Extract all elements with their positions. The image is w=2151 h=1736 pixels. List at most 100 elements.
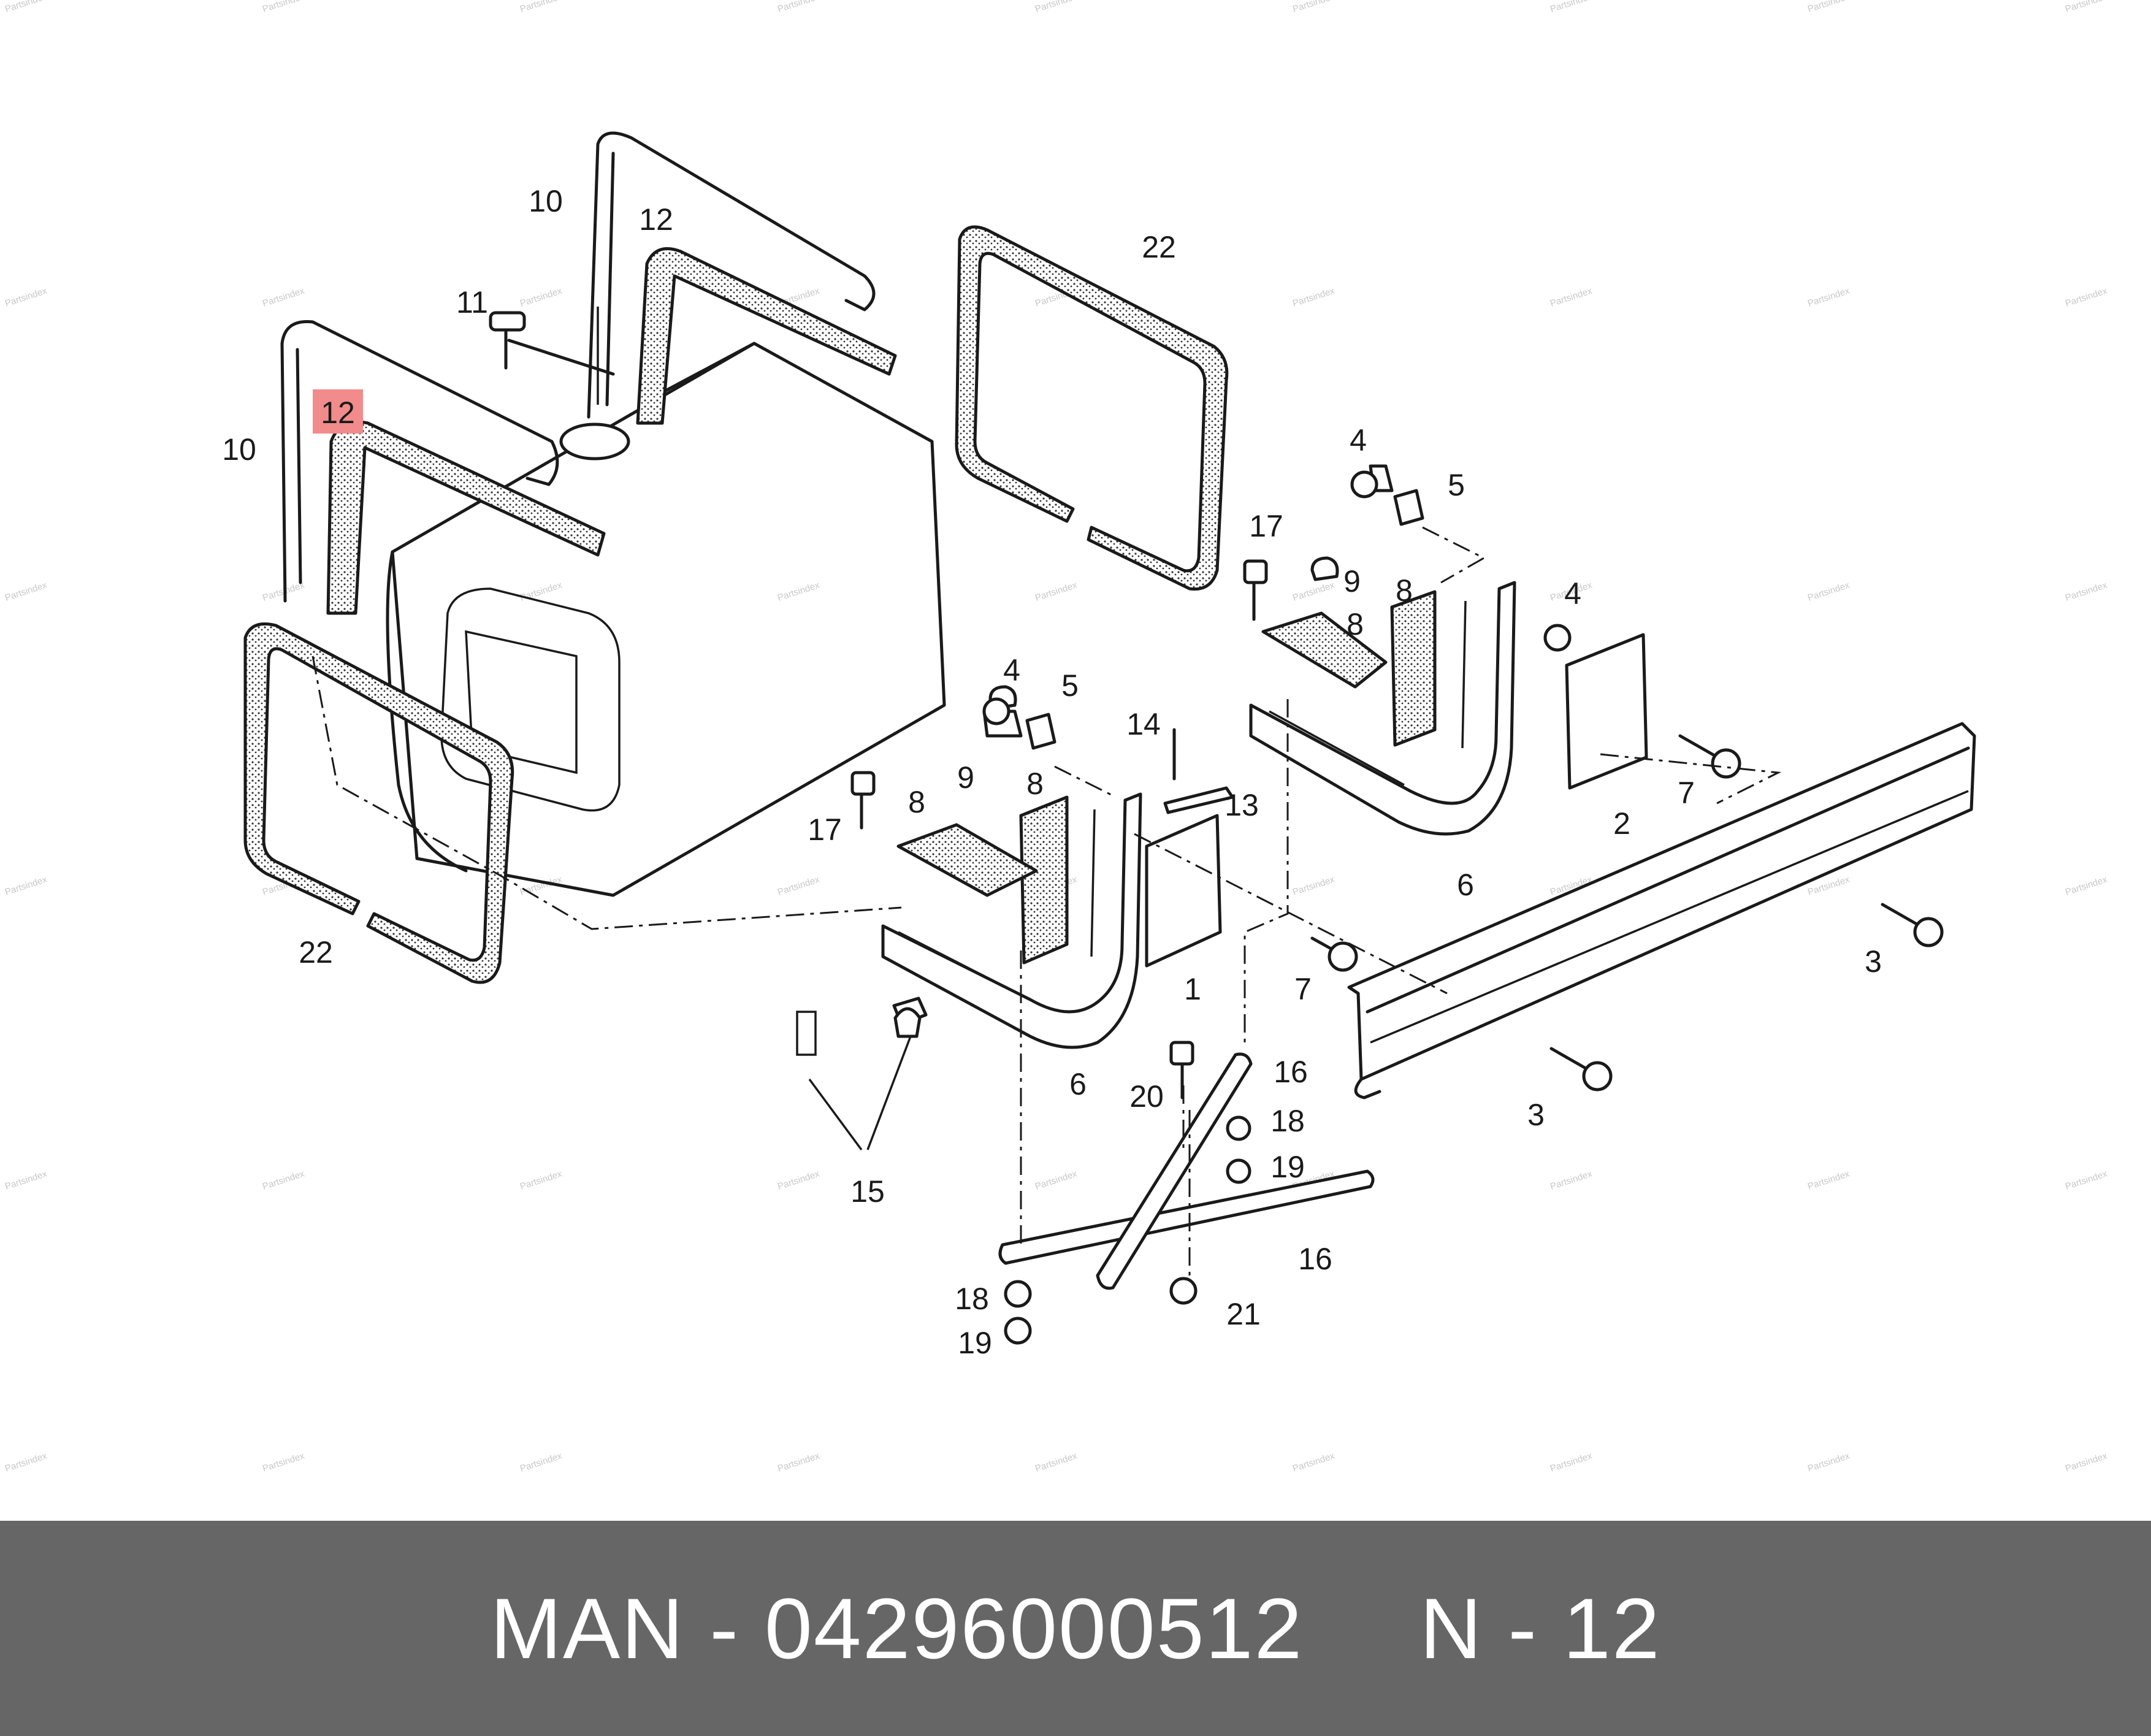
callout-1: 1 xyxy=(1184,972,1201,1006)
callout-6-rear: 6 xyxy=(1457,868,1474,902)
reference-label: N xyxy=(1419,1580,1483,1677)
callout-2: 2 xyxy=(1613,806,1630,841)
callout-21: 21 xyxy=(1226,1297,1261,1331)
callout-3-lower: 3 xyxy=(1527,1098,1545,1132)
callout-16-lower: 16 xyxy=(1298,1242,1332,1276)
callout-20: 20 xyxy=(1129,1079,1164,1114)
callout-13: 13 xyxy=(1225,788,1259,822)
filler-cap xyxy=(559,423,630,461)
watermark-text: Partsindex xyxy=(4,0,48,15)
watermark-text: Partsindex xyxy=(4,580,48,603)
frame-rail xyxy=(1347,722,1976,1099)
watermark-text: Partsindex xyxy=(2064,286,2109,309)
callout-15-leaders xyxy=(808,1036,912,1151)
callout-labels: 10 12 22 11 12 10 4 5 17 9 8 8 4 4 5 14 … xyxy=(222,184,1882,1360)
tie-bars-16 xyxy=(998,1052,1375,1290)
watermark-text: Partsindex xyxy=(4,286,48,309)
callout-4-right: 4 xyxy=(1564,576,1581,611)
callout-6-front: 6 xyxy=(1069,1067,1087,1101)
callout-8-lower-b: 8 xyxy=(1026,767,1044,801)
callout-9-lower: 9 xyxy=(957,760,974,795)
callout-4-lower: 4 xyxy=(1003,653,1020,687)
callout-8-upper-b: 8 xyxy=(1347,607,1364,641)
callout-17-lower: 17 xyxy=(808,813,842,847)
watermark-text: Partsindex xyxy=(2064,0,2109,15)
watermark-text: Partsindex xyxy=(261,0,306,15)
callout-5-upper: 5 xyxy=(1448,468,1465,502)
watermark-text: Partsindex xyxy=(519,286,564,309)
callout-17-upper: 17 xyxy=(1249,509,1283,543)
watermark-text: Partsindex xyxy=(519,0,564,15)
watermark-text: Partsindex xyxy=(1291,580,1336,603)
watermark-text: Partsindex xyxy=(1034,1451,1079,1474)
watermark-text: Partsindex xyxy=(1034,580,1079,603)
seal-frame-22-lower xyxy=(243,622,514,984)
watermark-text: Partsindex xyxy=(776,580,821,603)
watermark-text: Partsindex xyxy=(776,1169,821,1192)
callout-18-lower: 18 xyxy=(955,1282,989,1316)
bracket-6-rear xyxy=(1249,464,1648,836)
watermark-text: Partsindex xyxy=(776,0,821,15)
watermark-text: Partsindex xyxy=(2064,580,2109,603)
watermark-text: Partsindex xyxy=(1549,1451,1594,1474)
watermark-text: Partsindex xyxy=(2064,1451,2109,1474)
strap-10-lower xyxy=(280,319,606,615)
part-number-banner: MAN - 04296000512 N - 12 xyxy=(0,1521,2151,1736)
watermark-text: Partsindex xyxy=(2064,874,2109,898)
part-number: 04296000512 xyxy=(764,1580,1304,1677)
callout-4-upper: 4 xyxy=(1350,423,1367,457)
watermark-text: Partsindex xyxy=(1034,0,1079,15)
watermark-text: Partsindex xyxy=(1806,1451,1851,1474)
watermark-text: Partsindex xyxy=(1806,1169,1851,1192)
watermark-text: Partsindex xyxy=(4,1451,48,1474)
callout-19-lower: 19 xyxy=(958,1326,992,1360)
callout-15: 15 xyxy=(850,1174,885,1209)
watermark-text: Partsindex xyxy=(4,1169,48,1192)
watermark-text: Partsindex xyxy=(1549,0,1594,15)
watermark-text: Partsindex xyxy=(1806,0,1851,15)
watermark-text: Partsindex xyxy=(261,286,306,309)
callout-19-upper: 19 xyxy=(1270,1150,1305,1184)
callout-14: 14 xyxy=(1126,707,1161,741)
callout-22-upper: 22 xyxy=(1142,230,1176,264)
watermark-text: Partsindex xyxy=(1034,1169,1079,1192)
watermark-text: Partsindex xyxy=(776,1451,821,1474)
watermark-text: Partsindex xyxy=(519,1169,564,1192)
watermark-text: Partsindex xyxy=(261,1451,306,1474)
watermark-text: Partsindex xyxy=(2064,1169,2109,1192)
callout-5-lower: 5 xyxy=(1061,668,1079,703)
watermark-text: Partsindex xyxy=(1291,874,1336,898)
callout-8-lower-a: 8 xyxy=(908,785,925,819)
callout-11: 11 xyxy=(456,285,488,319)
brand-name: MAN xyxy=(490,1580,685,1677)
callout-12-highlighted: 12 xyxy=(321,396,355,430)
watermark-text: Partsindex xyxy=(261,1169,306,1192)
seal-frame-22-upper xyxy=(955,225,1229,591)
reference-separator: - xyxy=(1508,1580,1538,1677)
bracket-6-front xyxy=(881,685,1222,1049)
watermark-text: Partsindex xyxy=(4,874,48,898)
watermark-text: Partsindex xyxy=(519,580,564,603)
callout-10-upper: 10 xyxy=(529,184,563,218)
brand-separator: - xyxy=(709,1580,739,1677)
callout-7-right: 7 xyxy=(1678,776,1695,810)
fasteners xyxy=(796,470,1572,1345)
assembly-guide-lines xyxy=(311,526,1782,1275)
callout-8-upper-a: 8 xyxy=(1396,573,1413,608)
watermark-text: Partsindex xyxy=(1291,286,1336,309)
callout-3-right: 3 xyxy=(1865,944,1882,979)
callout-7-lower: 7 xyxy=(1294,972,1312,1006)
callout-10-lower: 10 xyxy=(222,432,256,467)
callout-9-upper: 9 xyxy=(1343,564,1361,598)
watermark-text: Partsindex xyxy=(1806,286,1851,309)
watermark-text: Partsindex xyxy=(1549,1169,1594,1192)
watermark-text: Partsindex xyxy=(1291,1451,1336,1474)
callout-12-upper: 12 xyxy=(639,202,673,237)
watermark-text: Partsindex xyxy=(776,874,821,898)
strap-10-upper xyxy=(587,131,897,425)
reference-number: 12 xyxy=(1562,1580,1661,1677)
watermark-text: Partsindex xyxy=(1549,286,1594,309)
callout-16-upper: 16 xyxy=(1274,1055,1308,1089)
fuel-tank xyxy=(386,342,946,897)
